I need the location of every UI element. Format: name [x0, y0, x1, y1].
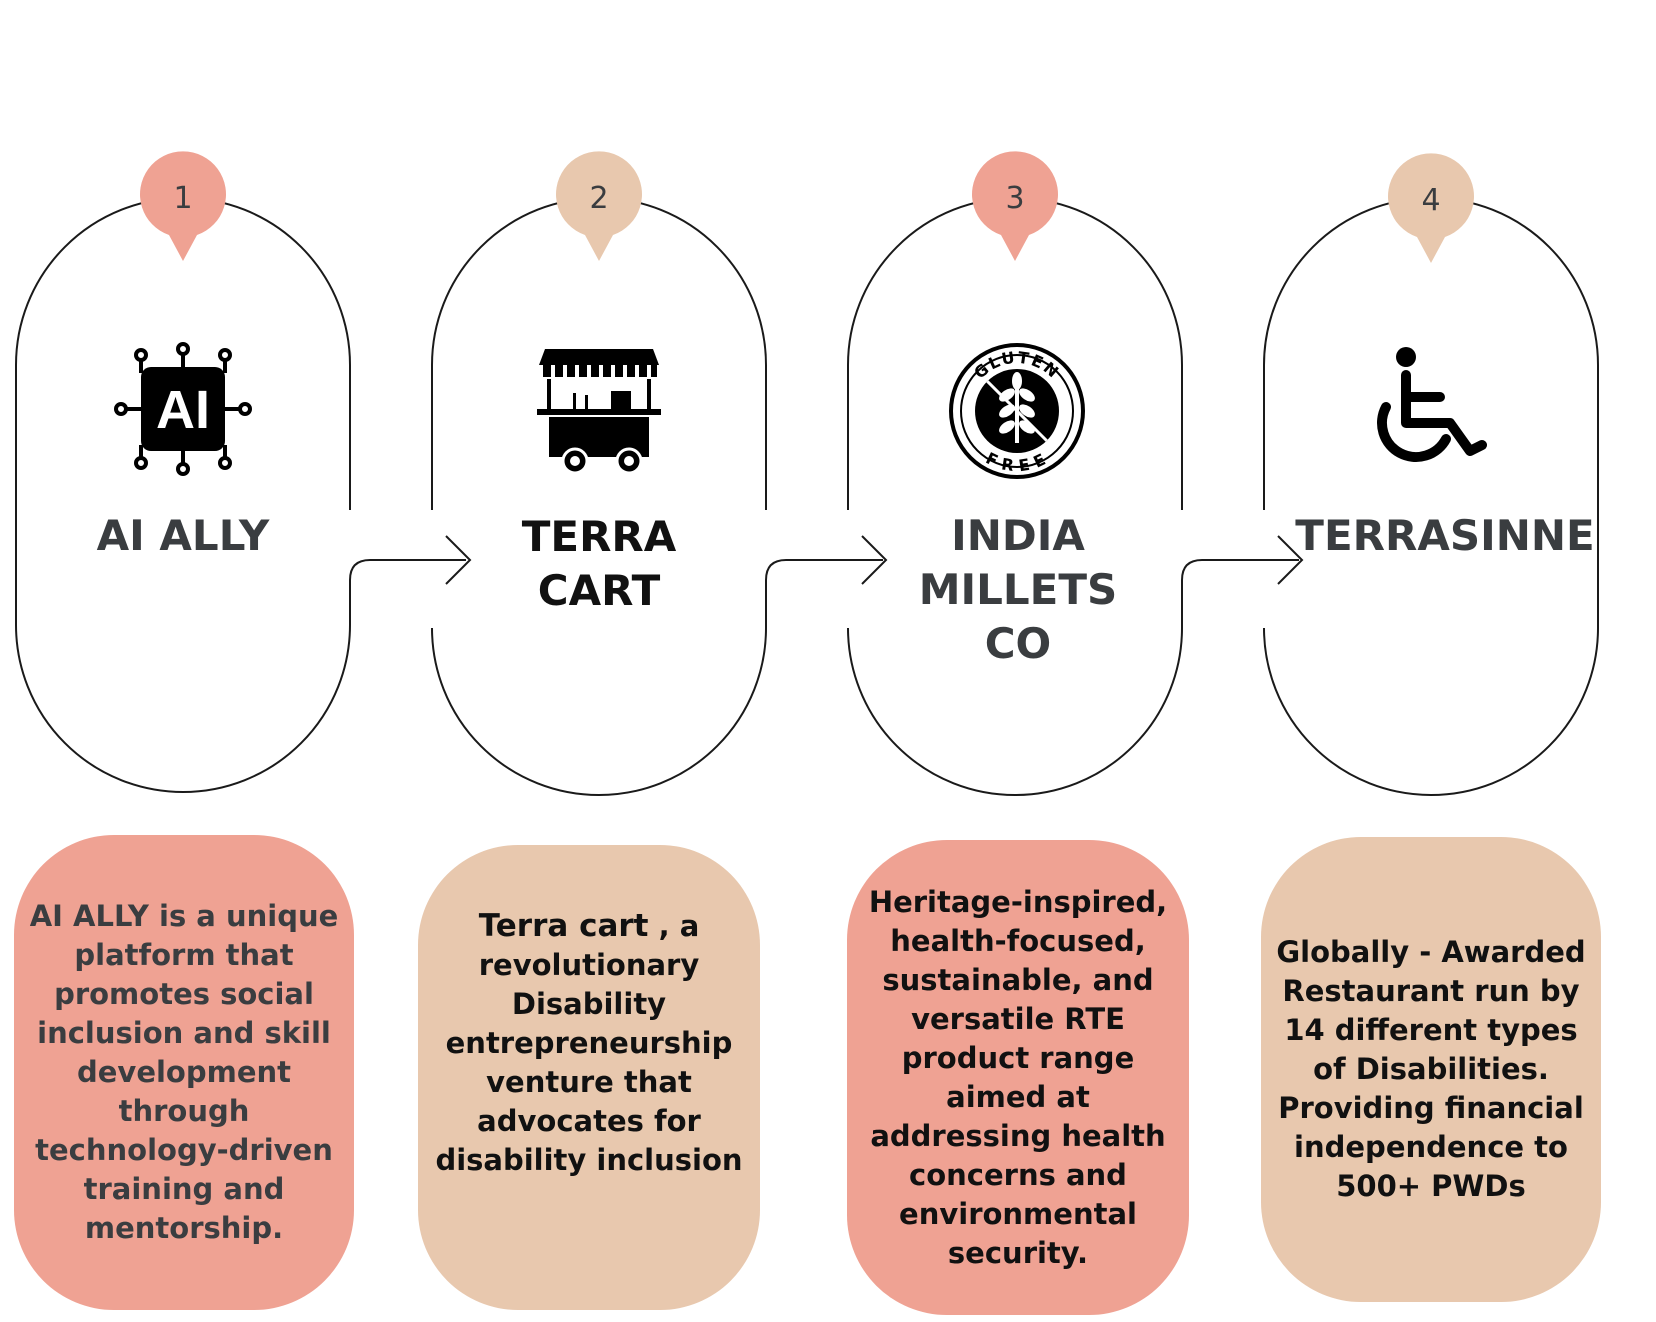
step-description-wrap: Terra cart , a revolutionary Disability … [432, 907, 746, 1180]
step-title-1: AI ALLY [73, 509, 293, 563]
title-line: TERRA [521, 512, 677, 561]
svg-text:AI: AI [156, 380, 210, 440]
title-line: CART [537, 566, 661, 615]
step-description: Globally - Awarded Restaurant run by 14 … [1276, 935, 1586, 1203]
food-cart-icon [537, 349, 661, 475]
step-number: 1 [173, 181, 192, 216]
step-description: AI ALLY is a unique platform that promot… [29, 899, 339, 1245]
step-title-3: INDIA MILLETS CO [900, 509, 1136, 671]
ai-chip-icon: AI [114, 342, 252, 476]
description-card-1: AI ALLY is a unique platform that promot… [14, 835, 354, 1310]
wheelchair-icon [1377, 347, 1487, 462]
step-number: 2 [589, 181, 608, 216]
title-line: TERRASINNE [1295, 511, 1595, 560]
step-title-4: TERRASINNE [1280, 509, 1610, 563]
title-line: CO [984, 619, 1052, 668]
connector-outline [15, 197, 1599, 796]
title-line: AI ALLY [96, 511, 270, 560]
step-number-pin-2: 2 [556, 151, 642, 261]
arrow-head-2 [861, 535, 888, 585]
step-description-bold: Terra cart [478, 908, 649, 944]
description-card-4: Globally - Awarded Restaurant run by 14 … [1261, 837, 1601, 1302]
title-line: INDIA [951, 511, 1085, 560]
step-number-pin-1: 1 [140, 151, 226, 261]
description-card-3: Heritage-inspired, health-focused, susta… [847, 840, 1189, 1315]
description-card-2: Terra cart , a revolutionary Disability … [418, 845, 760, 1310]
step-number: 4 [1421, 183, 1440, 218]
step-number-pin-4: 4 [1388, 153, 1474, 263]
title-line: MILLETS [918, 565, 1118, 614]
gluten-free-icon: GLUTEN FREE [949, 343, 1085, 479]
step-title-2: TERRA CART [489, 510, 709, 618]
arrow-head-1 [445, 535, 472, 585]
step-number: 3 [1005, 181, 1024, 216]
step-number-pin-3: 3 [972, 151, 1058, 261]
step-description: , a revolutionary Disability entrepreneu… [435, 909, 743, 1177]
arrow-head-3 [1277, 535, 1304, 585]
step-description: Heritage-inspired, health-focused, susta… [868, 884, 1168, 1270]
